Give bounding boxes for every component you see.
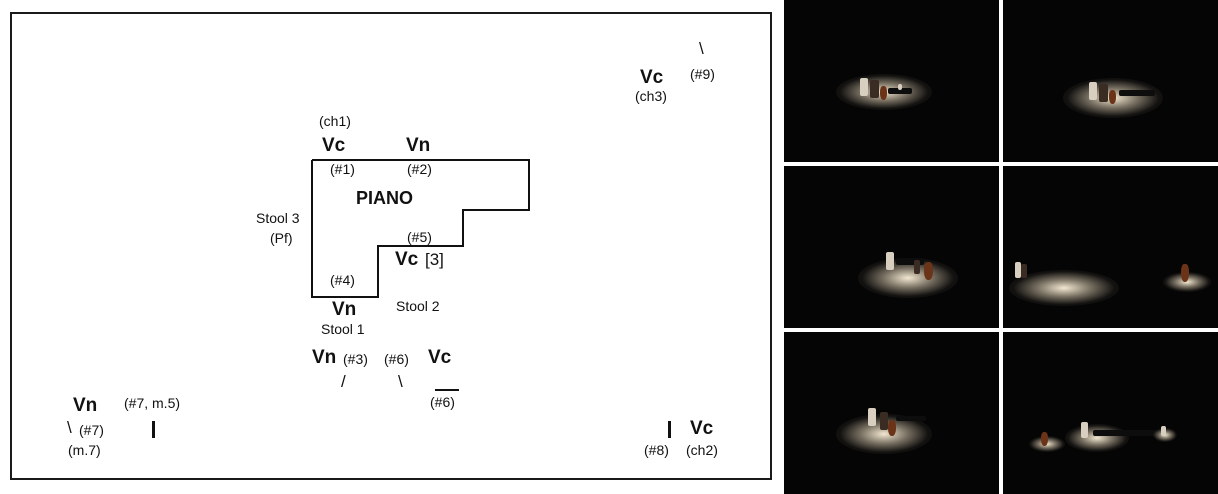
vc-ch3-label: Vc bbox=[640, 67, 664, 88]
vc-ch2-label: Vc bbox=[690, 418, 714, 439]
photo-2 bbox=[1003, 0, 1218, 162]
vc-1-label: Vc bbox=[322, 135, 346, 156]
photo-4 bbox=[1003, 166, 1218, 328]
slash-6-mark: \ bbox=[398, 372, 403, 391]
ch3-label: (ch3) bbox=[635, 88, 667, 104]
vc-6-bar bbox=[435, 389, 459, 391]
n7-label: (#7) bbox=[79, 422, 104, 438]
vc-3-bracket: [3] bbox=[425, 250, 444, 269]
slash-3-mark: / bbox=[341, 372, 346, 391]
photo-1 bbox=[784, 0, 999, 162]
n5-label: (#5) bbox=[407, 229, 432, 245]
piano-outline bbox=[311, 159, 530, 298]
photo-grid bbox=[784, 0, 1218, 494]
piano-label: PIANO bbox=[356, 188, 414, 208]
vc-6-label: Vc bbox=[428, 347, 452, 368]
n8-bar bbox=[668, 421, 671, 438]
n6-label: (#6) bbox=[384, 351, 409, 367]
ch1-label: (ch1) bbox=[319, 113, 351, 129]
n9-label: (#9) bbox=[690, 66, 715, 82]
stool2-label: Stool 2 bbox=[396, 298, 440, 314]
vn-7-label: Vn bbox=[73, 395, 98, 416]
vn-3-label: Vn bbox=[312, 347, 337, 368]
pf-label: (Pf) bbox=[270, 230, 293, 246]
vn-2-label: Vn bbox=[406, 135, 431, 156]
photo-3 bbox=[784, 166, 999, 328]
vn-stool1-label: Vn bbox=[332, 299, 357, 320]
photo-5 bbox=[784, 332, 999, 494]
n3-label: (#3) bbox=[343, 351, 368, 367]
slash-9-mark: \ bbox=[699, 39, 704, 58]
stool1-label: Stool 1 bbox=[321, 321, 365, 337]
slash-7-mark: \ bbox=[67, 418, 72, 437]
n7-m5-label: (#7, m.5) bbox=[124, 395, 181, 411]
stool3-label: Stool 3 bbox=[256, 210, 300, 226]
n7-m5-bar bbox=[152, 421, 155, 438]
ch2-label: (ch2) bbox=[686, 442, 718, 458]
stage-diagram: Vc (ch3) \ (#9) (ch1) Vc (#1) Vn (#2) PI… bbox=[10, 12, 772, 480]
n4-label: (#4) bbox=[330, 272, 355, 288]
n2-label: (#2) bbox=[407, 161, 432, 177]
n1-label: (#1) bbox=[330, 161, 355, 177]
n8-label: (#8) bbox=[644, 442, 669, 458]
n6-bar-label: (#6) bbox=[430, 394, 455, 410]
m7-label: (m.7) bbox=[68, 442, 101, 458]
photo-6 bbox=[1003, 332, 1218, 494]
vc-3-label: Vc bbox=[395, 249, 419, 270]
